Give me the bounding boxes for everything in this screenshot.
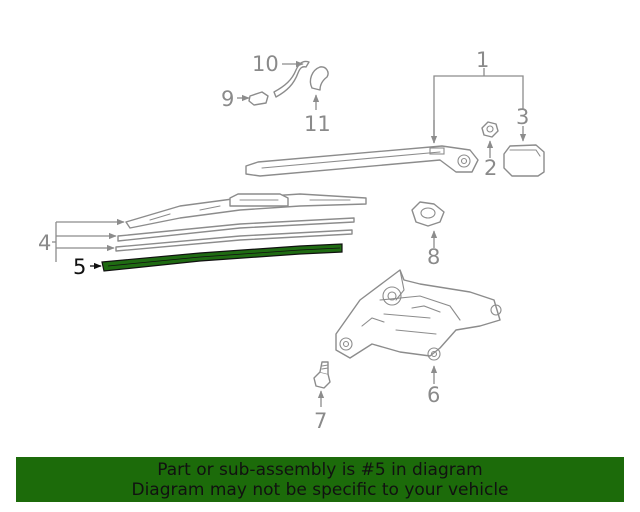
part-9-joint xyxy=(237,91,269,106)
callout-4: 4 xyxy=(38,231,51,255)
callout-5: 5 xyxy=(73,255,86,279)
part-8-grommet xyxy=(411,201,445,248)
callout-7: 7 xyxy=(314,409,327,433)
part-6-motor xyxy=(335,269,502,384)
callout-3: 3 xyxy=(516,105,529,129)
part-1-wiper-arm xyxy=(245,68,524,177)
part-10-hose xyxy=(273,60,310,98)
parts-diagram: 1 2 3 4 5 6 7 8 9 10 11 xyxy=(38,48,545,433)
part-2-nut xyxy=(481,121,499,158)
callout-11: 11 xyxy=(304,112,331,136)
info-banner: Part or sub-assembly is #5 in diagram Di… xyxy=(16,457,624,502)
callout-8: 8 xyxy=(427,245,440,269)
banner-line-part: Part or sub-assembly is #5 in diagram xyxy=(157,460,483,480)
part-4-blade-assembly xyxy=(52,193,367,262)
part-3-cap xyxy=(503,126,545,177)
part-11-hose xyxy=(309,66,329,110)
callout-2: 2 xyxy=(484,156,497,180)
callout-10: 10 xyxy=(252,52,279,76)
part-7-bolt xyxy=(313,361,331,407)
callout-1: 1 xyxy=(476,48,489,72)
callout-6: 6 xyxy=(427,383,440,407)
callout-9: 9 xyxy=(221,87,234,111)
part-5-blade-refill xyxy=(90,243,343,272)
banner-line-disclaimer: Diagram may not be specific to your vehi… xyxy=(131,480,509,500)
